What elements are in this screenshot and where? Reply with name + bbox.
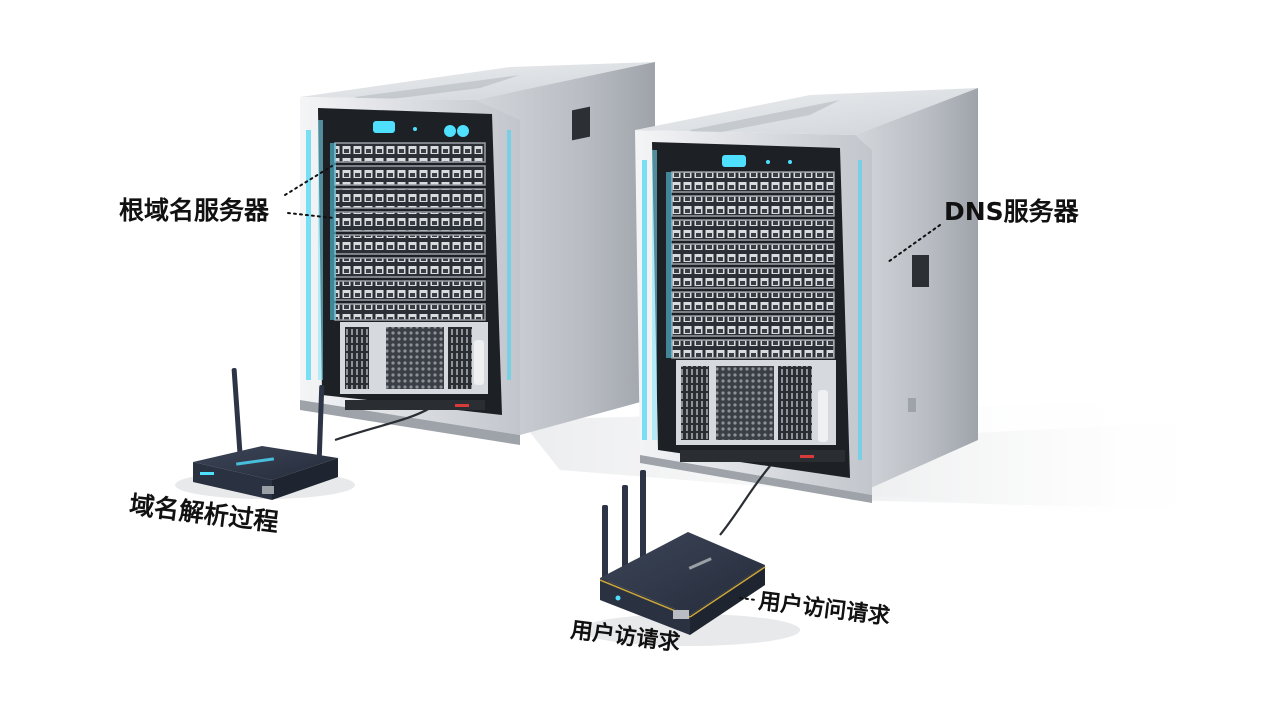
led-strip-icon — [306, 130, 311, 380]
led-strip-icon — [642, 160, 647, 440]
root-server-tower-icon — [300, 62, 655, 445]
leader-lines — [284, 165, 941, 601]
left-wifi-router-icon — [193, 368, 338, 500]
status-led-icon — [722, 155, 746, 167]
network-cables — [334, 407, 771, 536]
side-handle-icon — [912, 255, 929, 287]
rack-units — [666, 171, 835, 359]
dns-server-label: DNS服务器 — [944, 197, 1079, 226]
right-wifi-router-icon — [599, 470, 766, 635]
dns-server-tower-icon — [635, 88, 978, 503]
root-server-label: 根域名服务器 — [119, 196, 270, 225]
side-handle-icon — [572, 106, 590, 141]
rack-units — [330, 142, 486, 321]
status-led-icon — [373, 121, 395, 133]
